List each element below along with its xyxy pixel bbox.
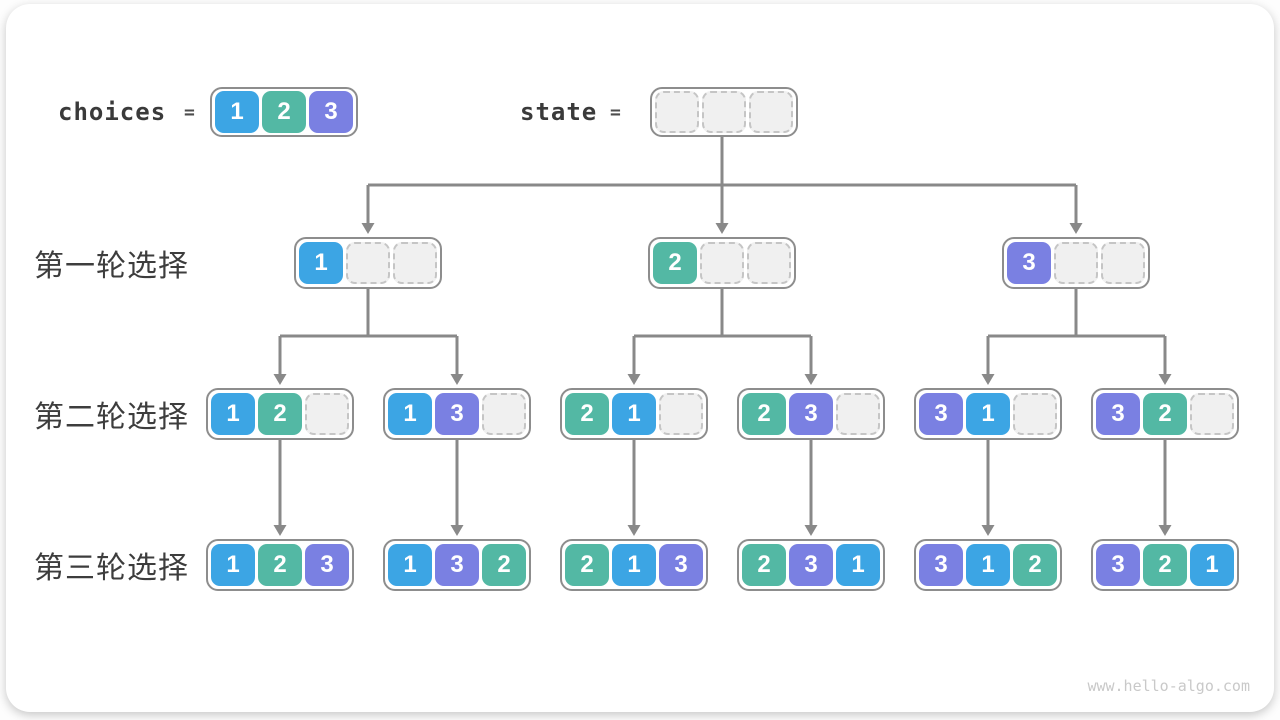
array-cell-empty (700, 242, 744, 284)
array-cell-3: 3 (919, 393, 963, 435)
array-cell-1: 1 (211, 393, 255, 435)
array-cell-3: 3 (435, 393, 479, 435)
array-cell-empty (1101, 242, 1145, 284)
array-cell-empty (393, 242, 437, 284)
array-cell-2: 2 (653, 242, 697, 284)
array-cell-3: 3 (309, 91, 353, 133)
array-cell-2: 2 (1013, 544, 1057, 586)
diagram-card (6, 4, 1274, 712)
array-cell-2: 2 (742, 544, 786, 586)
array-cell-empty (1190, 393, 1234, 435)
array-cell-2: 2 (258, 544, 302, 586)
array-cell-2: 2 (742, 393, 786, 435)
state-label: state (520, 98, 598, 126)
array-cell-empty (346, 242, 390, 284)
array-cell-1: 1 (836, 544, 880, 586)
watermark: www.hello-algo.com (1087, 677, 1250, 695)
state-array (650, 87, 798, 137)
array-cell-empty (702, 91, 746, 133)
state-equals-sign: = (610, 101, 621, 123)
array-cell-empty (655, 91, 699, 133)
array-cell-1: 1 (211, 544, 255, 586)
array-cell-3: 3 (789, 393, 833, 435)
choices-equals-sign: = (184, 101, 195, 123)
round-3-label: 第三轮选择 (34, 552, 189, 585)
array-cell-1: 1 (612, 393, 656, 435)
choices-label: choices (58, 98, 167, 126)
array-cell-empty (482, 393, 526, 435)
array-cell-empty (749, 91, 793, 133)
array-cell-empty (305, 393, 349, 435)
array-cell-3: 3 (1007, 242, 1051, 284)
round-1-label: 第一轮选择 (34, 250, 189, 283)
array-cell-2: 2 (565, 393, 609, 435)
array-cell-2: 2 (1143, 393, 1187, 435)
array-cell-1: 1 (1190, 544, 1234, 586)
round-2-label: 第二轮选择 (34, 401, 189, 434)
array-cell-1: 1 (299, 242, 343, 284)
array-cell-1: 1 (388, 544, 432, 586)
array-cell-3: 3 (1096, 393, 1140, 435)
array-cell-empty (1054, 242, 1098, 284)
array-cell-2: 2 (262, 91, 306, 133)
array-cell-3: 3 (919, 544, 963, 586)
array-cell-3: 3 (1096, 544, 1140, 586)
array-cell-3: 3 (659, 544, 703, 586)
array-cell-empty (659, 393, 703, 435)
array-cell-3: 3 (305, 544, 349, 586)
array-cell-empty (1013, 393, 1057, 435)
array-cell-2: 2 (1143, 544, 1187, 586)
array-cell-1: 1 (612, 544, 656, 586)
array-cell-2: 2 (565, 544, 609, 586)
array-cell-2: 2 (258, 393, 302, 435)
array-cell-1: 1 (388, 393, 432, 435)
array-cell-3: 3 (789, 544, 833, 586)
array-cell-1: 1 (215, 91, 259, 133)
array-cell-empty (747, 242, 791, 284)
array-cell-1: 1 (966, 393, 1010, 435)
array-cell-2: 2 (482, 544, 526, 586)
state-node-round1-2: 2 (648, 237, 796, 289)
state-node-round1-1: 1 (294, 237, 442, 289)
array-cell-3: 3 (435, 544, 479, 586)
state-node-round1-3: 3 (1002, 237, 1150, 289)
array-cell-empty (836, 393, 880, 435)
array-cell-1: 1 (966, 544, 1010, 586)
